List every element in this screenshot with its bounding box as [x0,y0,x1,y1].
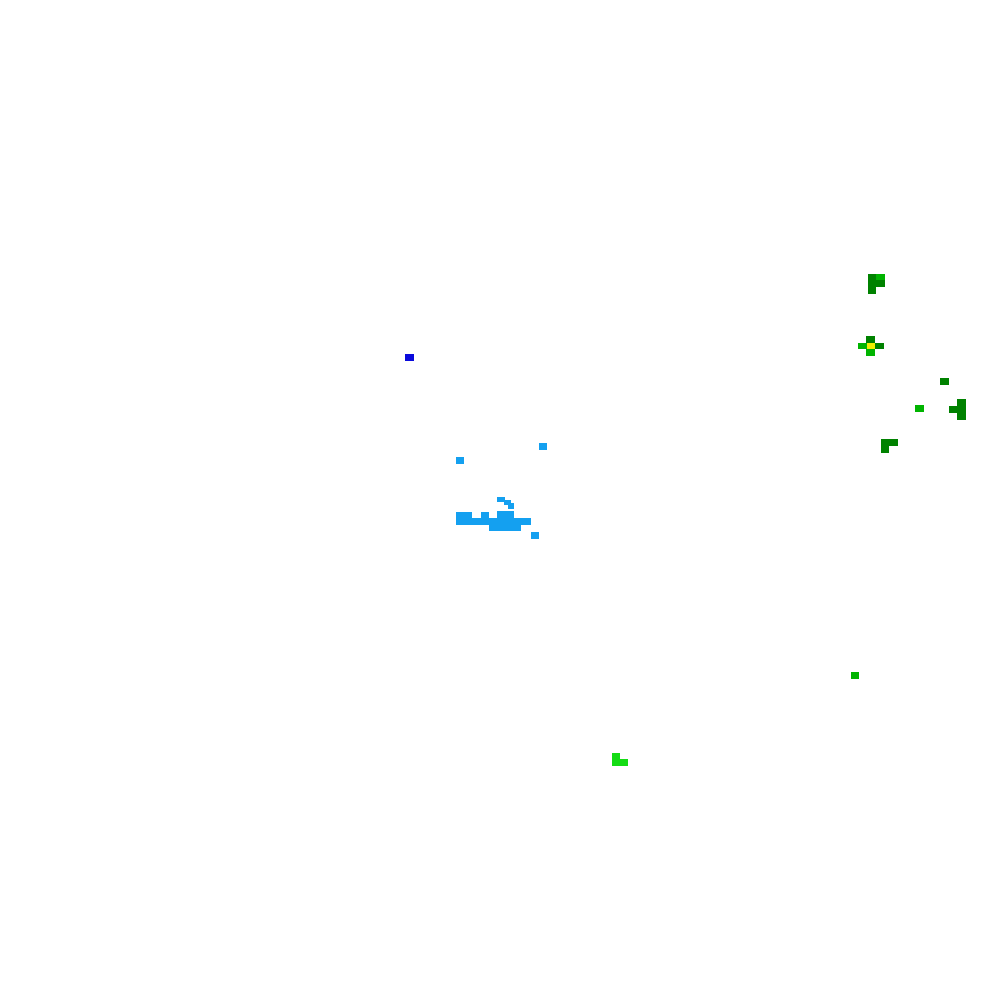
blue-dot-cell [405,354,414,361]
green-cluster-right-cell [940,378,949,385]
light-blue-cluster-cell [456,457,464,464]
green-cross-cluster-cell [867,343,875,349]
blue-dot [405,354,414,361]
green-cluster-right-cell [881,439,898,446]
green-cluster-right-cell [881,446,889,453]
green-cluster-right-cell [915,405,924,412]
light-blue-cluster-cell [539,443,547,450]
green-dot-lower-right [851,672,859,679]
bright-green-cluster-cell [612,759,628,766]
light-blue-cluster-cell [497,497,505,502]
green-cluster-right-cell [949,406,957,413]
green-cross-cluster [858,336,884,356]
light-blue-cluster-cell [531,532,539,539]
green-cross-cluster-cell [858,343,867,349]
green-cross-cluster-cell [875,343,884,349]
green-cluster-right-cell [957,399,966,420]
green-cluster-top [868,274,885,294]
green-cross-cluster-cell [866,349,875,356]
light-blue-cluster-cell [497,511,514,518]
bright-green-cluster [612,753,628,766]
light-blue-cluster-cell [504,500,511,505]
light-blue-cluster-cell [489,524,521,531]
light-blue-cluster [456,443,547,539]
green-cluster-right [881,378,966,453]
green-cluster-top-cell [876,274,885,280]
light-blue-cluster-cell [508,503,514,509]
green-cross-cluster-cell [866,336,875,343]
green-dot-lower-right-cell [851,672,859,679]
light-blue-cluster-cell [481,512,489,519]
green-cluster-top-cell [868,287,876,294]
bright-green-cluster-cell [612,753,620,761]
light-blue-cluster-cell [456,518,531,525]
